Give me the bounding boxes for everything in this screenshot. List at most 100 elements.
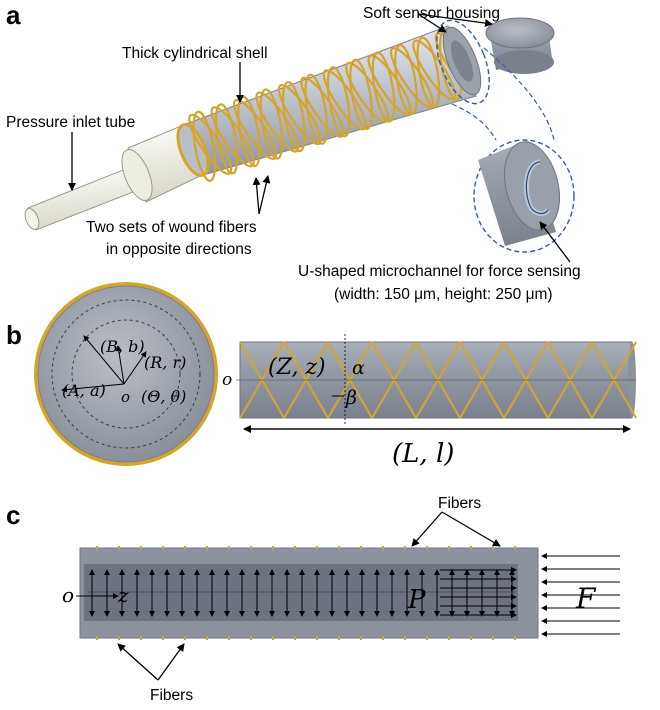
label-beta: β [345,387,357,409]
panel-letter-a: a [6,0,21,30]
fiber-dot [492,636,494,640]
fiber-loop-a [394,43,418,116]
fiber-dot [404,546,406,550]
fiber-arrow-2 [258,175,271,215]
fiber-loop-a [326,66,351,138]
label-thick-cylindrical-shell: Thick cylindrical shell [122,45,268,62]
fiber-dot [514,546,516,550]
fiber-loop-a [371,51,396,123]
fiber-dot [426,546,428,550]
fiber-dot [162,546,164,550]
fiber-dot [514,636,516,640]
label-microchannel-line2: (width: 150 μm, height: 250 μm) [334,286,553,303]
fiber-loop-a [304,73,329,145]
wound-fibers [188,29,479,182]
fibers-bottom-arrow-1 [117,643,159,681]
lead-line-right [483,47,555,141]
sensor-housing-disc [485,17,555,74]
fiber-loop-a [214,103,239,175]
housing-outline-dashed [436,19,490,105]
fiber-dot [382,636,384,640]
fiber-dot [316,546,318,550]
label-fibers-top: Fibers [438,495,481,512]
fibers-top-arrow-2 [441,511,501,547]
fiber-dot [448,636,450,640]
panel-c: c o z P F Fibers Fibers [6,495,620,704]
label-Z-z: (Z, z) [268,355,326,380]
label-origin-c: o [62,583,74,607]
fiber-dot [140,636,142,640]
fiber-dot [206,546,208,550]
fiber-dot [338,636,340,640]
fiber-loop-a [416,36,441,108]
fiber-dot [272,636,274,640]
fiber-dot [140,546,142,550]
fiber-dot [316,636,318,640]
label-B-b: (B, b) [100,337,145,356]
fiber-dot [228,636,230,640]
fiber-loop-a [349,58,373,130]
fiber-dot [118,636,120,640]
housing-arrow-2 [417,13,493,28]
label-origin-cross: o [121,388,130,406]
label-fibers-bottom: Fibers [150,687,193,704]
fiber-dot [184,636,186,640]
label-z: z [117,583,129,607]
fiber-dot [96,636,98,640]
fiber-dot [294,546,296,550]
cross-section-view [34,282,218,466]
fiber-dot [360,636,362,640]
fiber-dot [492,546,494,550]
fibers-top-arrow-1 [411,511,443,547]
fiber-dot [338,546,340,550]
fiber-dot [382,546,384,550]
fiber-dot [118,546,120,550]
label-L-l: (L, l) [392,439,454,469]
fiber-dot [184,546,186,550]
label-origin-side: o [222,370,232,390]
label-pressure-inlet-tube: Pressure inlet tube [6,114,135,131]
external-force-arrows [541,553,620,637]
fiber-dot [470,636,472,640]
side-view [236,334,637,424]
fibers-bottom-arrow-2 [157,643,185,681]
label-wound-fibers-line2: in opposite directions [106,241,252,258]
fiber-loop-a [282,81,306,153]
label-microchannel-line1: U-shaped microchannel for force sensing [298,263,581,280]
fiber-loop-a [192,110,217,182]
label-A-a: (A, a) [62,381,106,400]
fiber-dot [206,636,208,640]
fiber-dot [426,636,428,640]
fiber-dot [250,546,252,550]
panel-letter-b: b [6,320,22,350]
fiber-dot [272,546,274,550]
label-soft-sensor-housing: Soft sensor housing [363,5,500,22]
label-Theta-theta: (Θ, θ) [141,387,186,406]
label-wound-fibers-line1: Two sets of wound fibers [86,219,257,236]
fiber-dot [228,546,230,550]
label-alpha: α [352,357,365,379]
shell-end [442,26,482,96]
fiber-dot [404,636,406,640]
label-F: F [575,582,597,615]
end-pressure-arrows [440,567,517,618]
pressure-inlet-tube [24,123,201,231]
fiber-dots [96,546,516,640]
pressure-arrows [88,569,516,617]
fiber-dot [448,546,450,550]
magnified-housing [473,139,575,253]
fiber-dot [470,546,472,550]
label-P: P [407,585,426,615]
panel-b: b (B, b) (R, r) (A, a) (Θ, θ) o o (Z, z)… [6,282,637,469]
housing-arrow-1 [417,13,447,33]
label-R-r: (R, r) [144,353,186,372]
fiber-dot [162,636,164,640]
panel-a: a [6,0,581,303]
lead-line-left [451,103,497,141]
fiber-loop-a [259,88,284,160]
fiber-dot [360,546,362,550]
fiber-arrow-1 [252,177,261,215]
panel-letter-c: c [6,500,20,530]
shell-cavity [84,564,518,621]
